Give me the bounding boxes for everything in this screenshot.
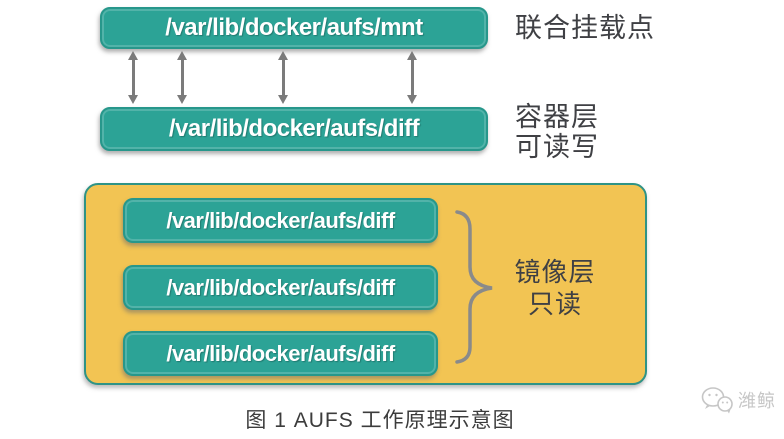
arrow-head-up [407, 51, 417, 60]
arrow-shaft [131, 57, 135, 98]
watermark-name: 潍鲸 [738, 391, 776, 411]
arrow-head-down [128, 95, 138, 104]
bidirectional-arrow-icon [406, 51, 418, 104]
arrow-head-down [407, 95, 417, 104]
figure-caption: 图 1 AUFS 工作原理示意图 [245, 409, 515, 432]
image-layer-box-1: /var/lib/docker/aufs/diff [123, 198, 438, 243]
watermark: 潍鲸 [700, 386, 776, 414]
image-layer-label-line2: 只读 [527, 289, 582, 319]
bidirectional-arrow-icon [176, 51, 188, 104]
image-layer-label: 镜像层 只读 [500, 256, 610, 320]
curly-brace-icon [455, 210, 493, 364]
image-layer-box-2: /var/lib/docker/aufs/diff [123, 265, 438, 310]
arrow-head-up [278, 51, 288, 60]
container-layer-label-line2: 可读写 [515, 132, 599, 162]
arrow-head-down [177, 95, 187, 104]
arrow-head-up [177, 51, 187, 60]
container-layer-label: 容器层 可读写 [515, 102, 599, 162]
image-layer-box-3: /var/lib/docker/aufs/diff [123, 331, 438, 376]
image-layer-label-line1: 镜像层 [514, 257, 596, 287]
arrow-head-up [128, 51, 138, 60]
container-layer-label-line1: 容器层 [515, 102, 599, 132]
arrow-head-down [278, 95, 288, 104]
arrow-shaft [410, 57, 414, 98]
union-mount-label: 联合挂载点 [515, 13, 655, 43]
arrow-shaft [180, 57, 184, 98]
container-layer-box: /var/lib/docker/aufs/diff [100, 107, 488, 151]
bidirectional-arrow-icon [277, 51, 289, 104]
bidirectional-arrow-icon [127, 51, 139, 104]
wechat-icon [701, 387, 733, 414]
arrow-shaft [281, 57, 285, 98]
union-mount-box: /var/lib/docker/aufs/mnt [100, 7, 488, 49]
